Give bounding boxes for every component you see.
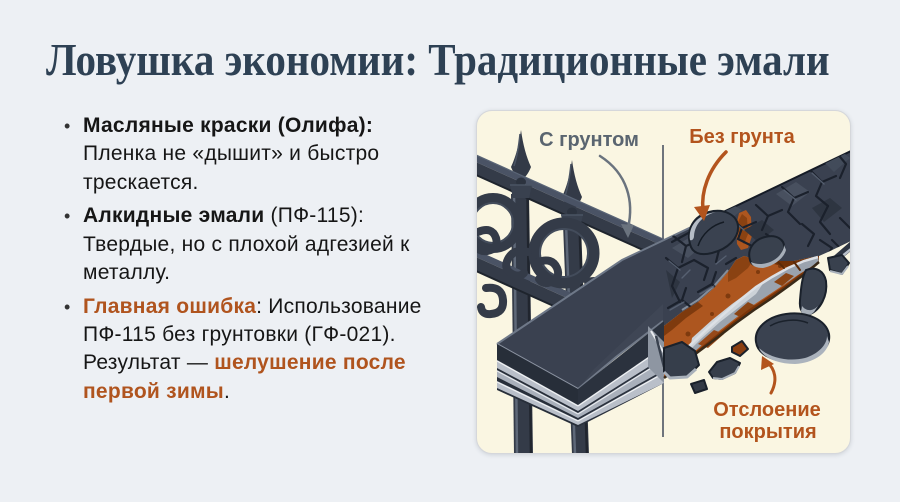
svg-text:покрытия: покрытия [719,421,816,443]
svg-text:Отслоение: Отслоение [713,399,821,421]
svg-text:С грунтом: С грунтом [539,129,639,151]
svg-text:Без грунта: Без грунта [689,126,795,148]
